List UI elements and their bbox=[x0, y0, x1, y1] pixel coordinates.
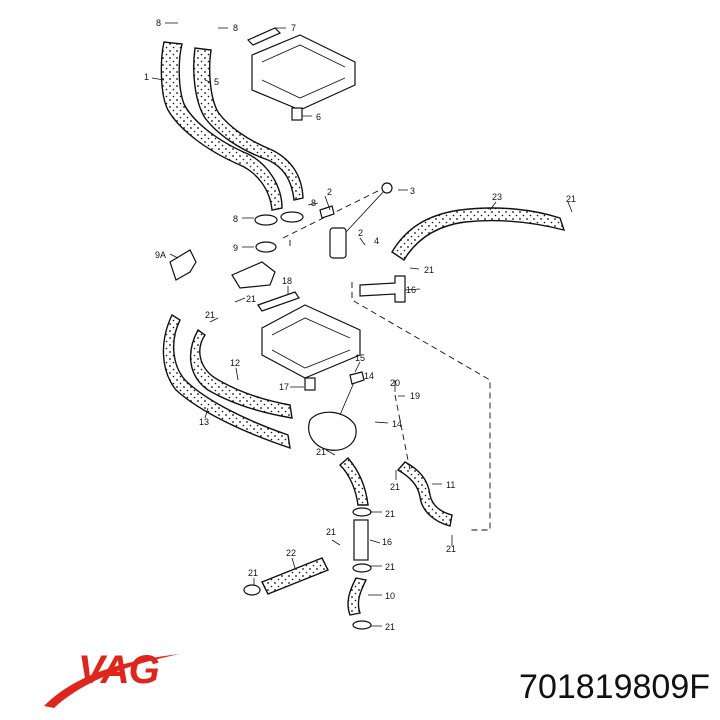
callout-8c: 8 bbox=[311, 198, 316, 208]
callout-20: 20 bbox=[390, 378, 400, 388]
hose-1 bbox=[160, 41, 283, 211]
callout-5: 5 bbox=[214, 77, 219, 87]
callout-7: 7 bbox=[291, 23, 296, 33]
bracket-lower bbox=[257, 291, 361, 391]
callout-21g: 21 bbox=[446, 544, 456, 554]
callout-21i: 21 bbox=[326, 527, 336, 537]
callout-16a: 16 bbox=[406, 285, 416, 295]
clips-8-9 bbox=[231, 211, 304, 289]
callout-11: 11 bbox=[446, 480, 455, 490]
elbow-9a bbox=[169, 249, 197, 281]
callout-21l: 21 bbox=[385, 622, 395, 632]
callout-9a: 9A bbox=[155, 250, 166, 260]
tee-16-upper bbox=[359, 275, 406, 303]
callout-8d: 8 bbox=[233, 214, 238, 224]
valve-upper bbox=[319, 182, 393, 259]
valve-lower bbox=[308, 371, 365, 451]
callout-labels: 8 8 7 1 5 6 2 8 3 23 21 8 2 4 9A 9 21 18… bbox=[144, 18, 576, 632]
callout-10: 10 bbox=[385, 591, 395, 601]
callout-1: 1 bbox=[144, 72, 149, 82]
callout-21h: 21 bbox=[385, 509, 395, 519]
callout-9: 9 bbox=[233, 243, 238, 253]
callout-2b: 2 bbox=[358, 228, 363, 238]
callout-21k: 21 bbox=[385, 562, 395, 572]
callout-14b: 14 bbox=[392, 419, 402, 429]
callout-19: 19 bbox=[410, 391, 420, 401]
hose-23 bbox=[391, 207, 566, 261]
brand-logo-swoosh bbox=[44, 654, 180, 708]
part-number: 701819809F bbox=[519, 668, 710, 706]
leader-lines bbox=[151, 22, 573, 627]
callout-16b: 16 bbox=[382, 537, 392, 547]
assembly-lines bbox=[282, 184, 491, 531]
hose-12 bbox=[189, 328, 293, 419]
callout-21j: 21 bbox=[248, 568, 258, 578]
hose-22 bbox=[243, 557, 329, 596]
callout-14a: 14 bbox=[364, 371, 374, 381]
callout-21a: 21 bbox=[566, 194, 576, 204]
callout-15: 15 bbox=[355, 353, 365, 363]
hose-5 bbox=[193, 47, 304, 201]
callout-22: 22 bbox=[286, 548, 296, 558]
callout-13: 13 bbox=[199, 417, 209, 427]
callout-21b: 21 bbox=[246, 294, 256, 304]
callout-4: 4 bbox=[374, 236, 379, 246]
callout-6: 6 bbox=[316, 112, 321, 122]
callout-8b: 8 bbox=[233, 23, 238, 33]
bracket-upper bbox=[246, 27, 356, 121]
callout-23: 23 bbox=[492, 192, 502, 202]
callout-21d: 21 bbox=[205, 310, 215, 320]
hose-11 bbox=[396, 461, 453, 527]
brand-logo-text: VAG bbox=[78, 648, 160, 692]
callout-2a: 2 bbox=[327, 187, 332, 197]
callout-17: 17 bbox=[279, 382, 289, 392]
callout-21e: 21 bbox=[316, 447, 326, 457]
callout-3: 3 bbox=[410, 186, 415, 196]
hose-vertical bbox=[338, 457, 372, 630]
hose-13 bbox=[162, 313, 291, 450]
callout-21c: 21 bbox=[424, 265, 434, 275]
callout-21f: 21 bbox=[390, 482, 400, 492]
callout-12: 12 bbox=[230, 358, 240, 368]
callout-18: 18 bbox=[282, 276, 292, 286]
callout-8a: 8 bbox=[156, 18, 161, 28]
